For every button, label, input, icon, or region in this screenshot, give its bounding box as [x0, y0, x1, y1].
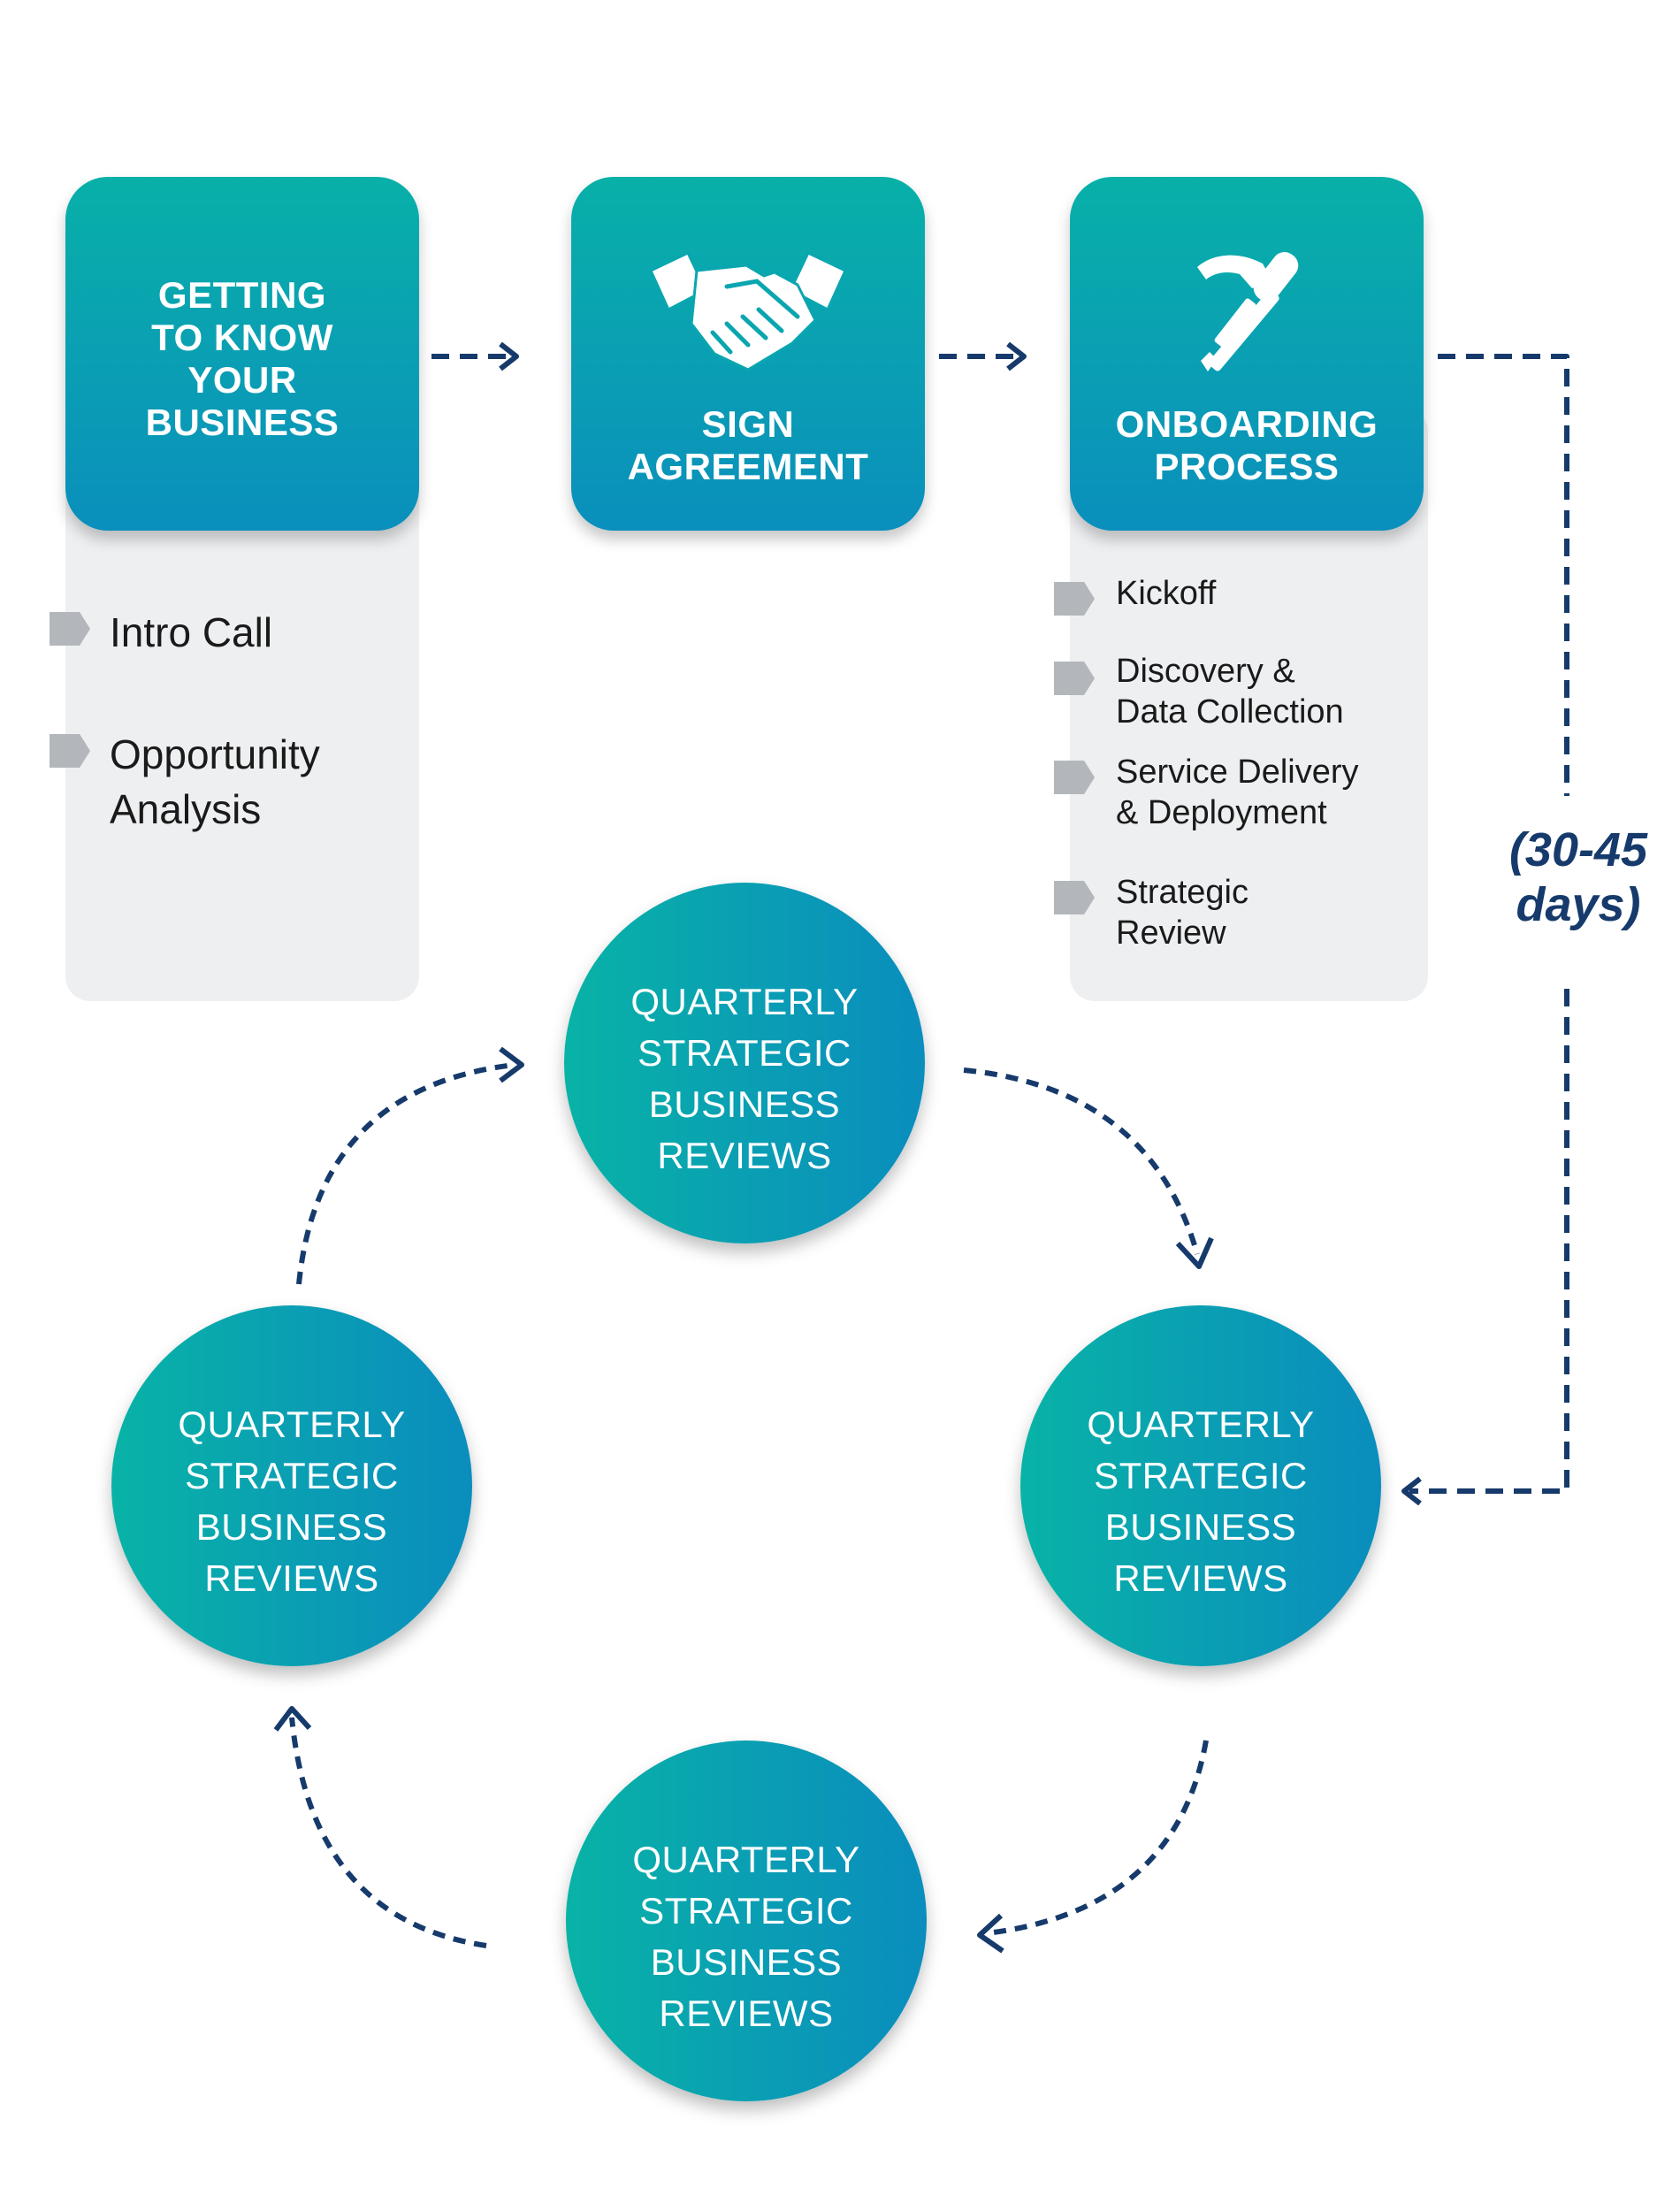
arrowhead-icon	[499, 341, 519, 371]
arrowhead-icon	[499, 1046, 524, 1083]
cycle-circle-right: QUARTERLY STRATEGIC BUSINESS REVIEWS	[1020, 1305, 1381, 1666]
cycle-label: QUARTERLY STRATEGIC BUSINESS REVIEWS	[1087, 1404, 1315, 1599]
arrowhead-icon	[977, 1913, 1004, 1954]
cycle-label: QUARTERLY STRATEGIC BUSINESS REVIEWS	[178, 1404, 406, 1599]
step-title: GETTING TO KNOW YOUR BUSINESS	[145, 274, 340, 443]
step-1-item-intro-call: Intro Call	[110, 609, 273, 655]
arrowhead-icon	[273, 1706, 312, 1732]
arrow-onboarding-to-cycle-lower	[1409, 989, 1569, 1494]
cycle-label: QUARTERLY STRATEGIC BUSINESS REVIEWS	[632, 1839, 860, 2034]
step-3-item-kickoff: Kickoff	[1116, 575, 1217, 612]
arrow-right-to-bottom	[986, 1740, 1209, 1936]
arrow-onboarding-to-cycle-upper	[1438, 354, 1569, 796]
cycle-circle-top: QUARTERLY STRATEGIC BUSINESS REVIEWS	[564, 883, 925, 1243]
handshake-icon	[649, 251, 847, 371]
duration-label: (30-45 days)	[1508, 823, 1648, 931]
arrow-bottom-to-left	[289, 1717, 487, 1948]
step-1-item-opportunity-analysis: Opportunity Analysis	[110, 731, 320, 832]
cycle-label: QUARTERLY STRATEGIC BUSINESS REVIEWS	[630, 981, 859, 1176]
step-card-onboarding: ONBOARDING PROCESS	[1070, 177, 1424, 531]
cycle-circle-bottom: QUARTERLY STRATEGIC BUSINESS REVIEWS	[566, 1740, 927, 2101]
arrow-left-to-top	[296, 1062, 515, 1285]
step-3-item-strategic-review: Strategic Review	[1116, 874, 1249, 952]
step-card-getting-to-know: GETTING TO KNOW YOUR BUSINESS	[65, 177, 419, 531]
arrowhead-icon	[1175, 1236, 1214, 1269]
arrowhead-icon	[1401, 1476, 1422, 1506]
step-card-sign-agreement: SIGN AGREEMENT	[571, 177, 925, 531]
step-3-item-discovery: Discovery & Data Collection	[1116, 653, 1344, 731]
cycle-circle-left: QUARTERLY STRATEGIC BUSINESS REVIEWS	[111, 1305, 472, 1666]
arrowhead-icon	[1006, 341, 1027, 371]
step-title: SIGN AGREEMENT	[627, 403, 869, 487]
step-title: ONBOARDING PROCESS	[1115, 403, 1378, 487]
hammer-screwdriver-icon	[1197, 251, 1299, 371]
arrow-top-to-right	[963, 1067, 1200, 1255]
step-3-item-service-delivery: Service Delivery & Deployment	[1116, 754, 1359, 831]
